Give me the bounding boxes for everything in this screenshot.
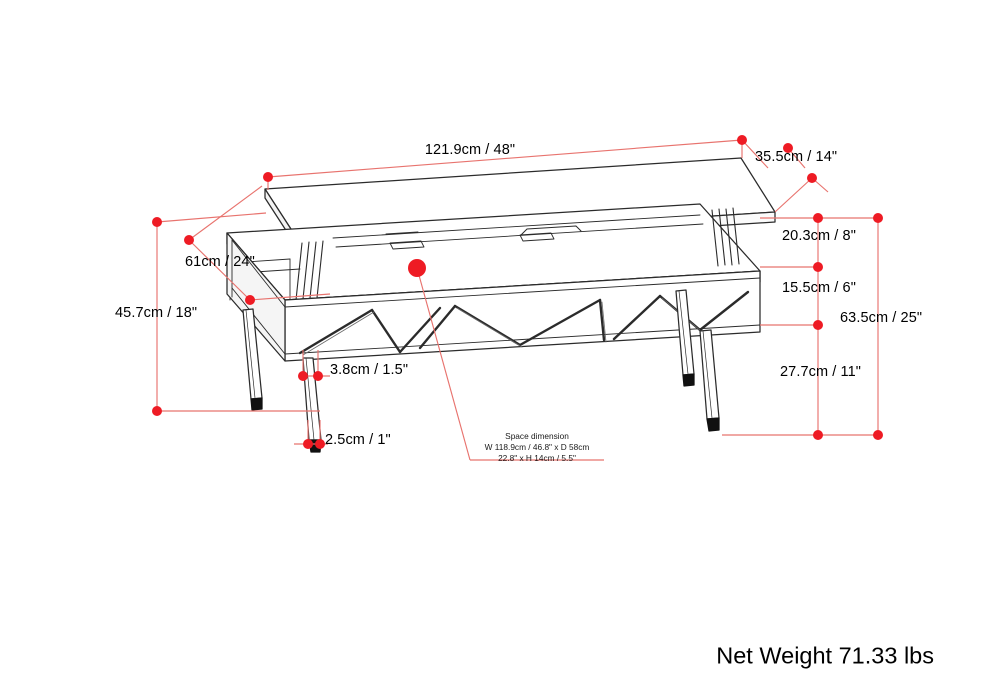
dimension-label-total-height: 45.7cm / 18" (115, 305, 198, 321)
leader-space-callout (416, 267, 471, 461)
leg-front-right (699, 329, 720, 432)
front-apron-body (226, 232, 761, 362)
leader-depth-c (774, 177, 813, 213)
lift-mechanism (295, 207, 740, 301)
leg-rear-right (675, 289, 695, 387)
ext-toplen-b (249, 293, 331, 301)
dimension-label-depth: 35.5cm / 14" (755, 149, 838, 165)
dimension-label-lift-rise: 20.3cm / 8" (782, 228, 856, 244)
ext-total-top (156, 212, 267, 223)
dimension-label-overall-height: 63.5cm / 25" (840, 310, 923, 326)
dimension-label-leg-bottom-diameter: 2.5cm / 1" (325, 432, 391, 448)
leader-toplen-a (188, 239, 251, 301)
leader-depth-a (741, 139, 769, 169)
leg-rear-left (242, 308, 263, 411)
dimension-label-case-height: 15.5cm / 6" (782, 280, 856, 296)
net-weight-label: Net Weight 71.33 lbs (716, 642, 934, 669)
space-callout-marker (408, 259, 426, 277)
space-dimension-callout: Space dimension W 118.9cm / 46.8" x D 58… (485, 431, 590, 464)
dimension-label-width: 121.9cm / 48" (424, 142, 516, 158)
dimension-dots (152, 135, 883, 449)
dimension-label-leg-top-diameter: 3.8cm / 1.5" (330, 362, 409, 378)
space-callout-line2: W 118.9cm / 46.8" x D 58cm (484, 442, 590, 453)
dimension-label-leg-height: 27.7cm / 11" (780, 364, 862, 380)
geometric-chevron-pattern (298, 290, 750, 355)
leader-toplen-c (188, 185, 263, 241)
space-callout-title: Space dimension (505, 431, 569, 441)
side-panel-detail (231, 239, 286, 355)
dimline-width (267, 139, 743, 178)
space-callout-line3: 22.8" x H 14cm / 5.5" (498, 453, 576, 464)
handle-notch (520, 225, 582, 236)
top-rail-detail (332, 214, 704, 250)
dimension-label-top-length: 61cm / 24" (185, 254, 255, 270)
